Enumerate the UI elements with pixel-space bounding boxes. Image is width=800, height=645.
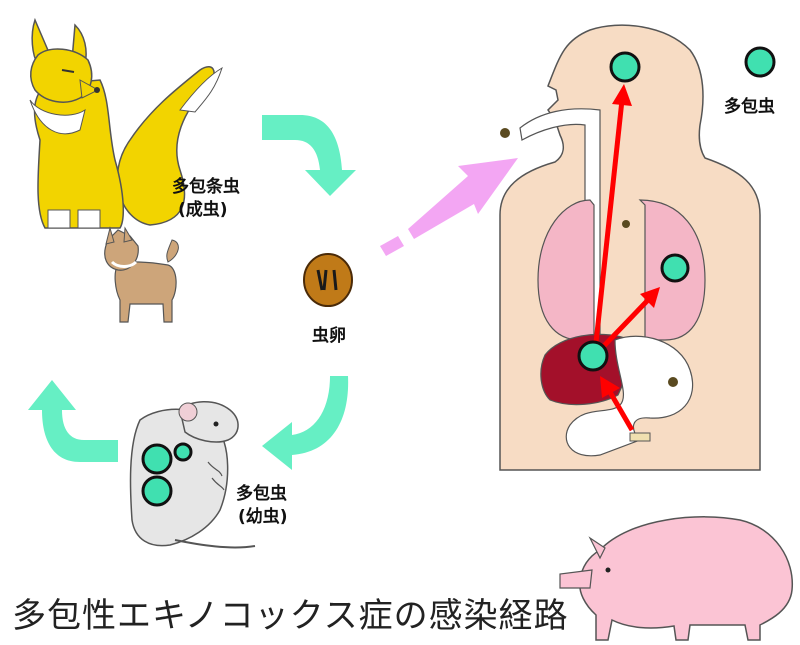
human-body-icon — [500, 25, 760, 470]
rodent-icon — [130, 402, 255, 548]
adult-tapeworm-label: 多包条虫 — [172, 176, 240, 198]
egg-label: 虫卵 — [312, 325, 346, 347]
dog-icon — [105, 228, 179, 322]
larva-label: 多包虫 — [236, 483, 287, 505]
infection-arrow — [380, 158, 518, 256]
cycle-arrow-left — [28, 380, 118, 462]
cycle-arrow-top — [262, 115, 356, 196]
egg-icon — [500, 128, 510, 138]
egg-icon — [304, 254, 352, 306]
cyst-label: 多包虫 — [724, 96, 775, 118]
diagram-title: 多包性エキノコックス症の感染経路 — [12, 588, 569, 637]
larva-stage-label: (幼虫) — [238, 506, 288, 528]
pig-icon — [560, 517, 792, 640]
adult-stage-label: (成虫) — [178, 199, 228, 221]
cycle-arrow-right — [262, 376, 348, 470]
